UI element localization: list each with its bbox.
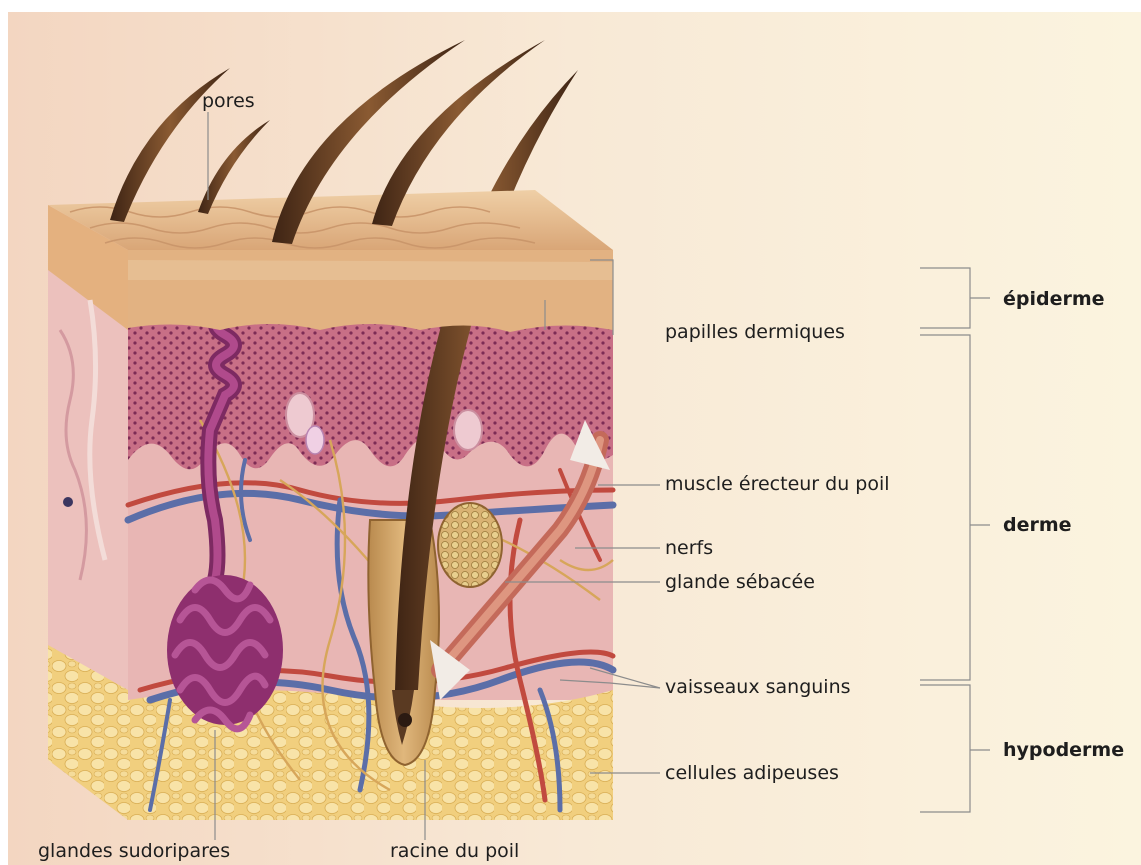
layer-label-epiderme: épiderme bbox=[1003, 290, 1105, 309]
layer-label-derme: derme bbox=[1003, 516, 1072, 535]
label-papilles-dermiques: papilles dermiques bbox=[665, 323, 845, 342]
label-racine-du-poil: racine du poil bbox=[390, 842, 519, 861]
label-nerfs: nerfs bbox=[665, 539, 713, 558]
label-glandes-sudoripares: glandes sudoripares bbox=[38, 842, 230, 861]
label-glande-sebacee: glande sébacée bbox=[665, 573, 815, 592]
layer-label-hypoderme: hypoderme bbox=[1003, 741, 1124, 760]
label-pores: pores bbox=[202, 92, 255, 111]
label-muscle-erecteur: muscle érecteur du poil bbox=[665, 475, 890, 494]
label-vaisseaux-sanguins: vaisseaux sanguins bbox=[665, 678, 851, 697]
label-cellules-adipeuses: cellules adipeuses bbox=[665, 764, 839, 783]
